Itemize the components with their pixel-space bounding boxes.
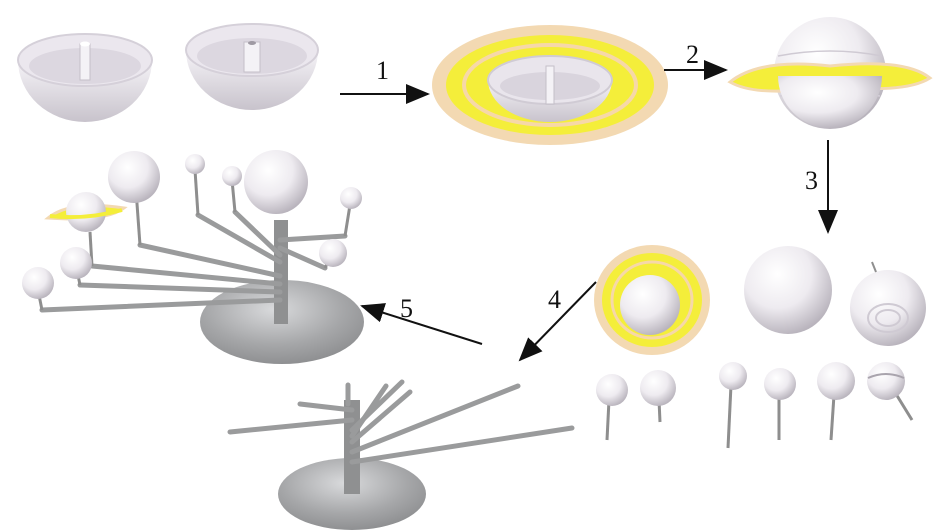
step-label-1: 1	[376, 56, 389, 85]
striped-sphere	[850, 261, 926, 346]
small-planet-pin-6	[867, 362, 914, 421]
small-planet-pin-5	[817, 362, 855, 441]
sun-with-ring	[594, 245, 710, 355]
small-planet-pin-4	[764, 368, 796, 440]
hemisphere-shell-left	[17, 33, 153, 122]
step-label-5: 5	[400, 294, 413, 323]
large-sphere	[744, 246, 832, 334]
step-label-4: 4	[548, 285, 561, 314]
step-label-3: 3	[805, 166, 818, 195]
small-planet-pin-2	[640, 370, 676, 423]
completed-model	[22, 150, 364, 364]
hemisphere-shell-right	[185, 23, 319, 110]
step-label-2: 2	[686, 40, 699, 69]
small-planet-pin-1	[596, 374, 628, 441]
ring-with-hemisphere	[432, 25, 668, 145]
arrow-step-4	[518, 281, 597, 362]
empty-stand	[227, 379, 575, 530]
small-planet-pin-3	[719, 362, 747, 449]
arrow-step-5	[360, 303, 483, 345]
saturn-assembled	[727, 17, 933, 129]
